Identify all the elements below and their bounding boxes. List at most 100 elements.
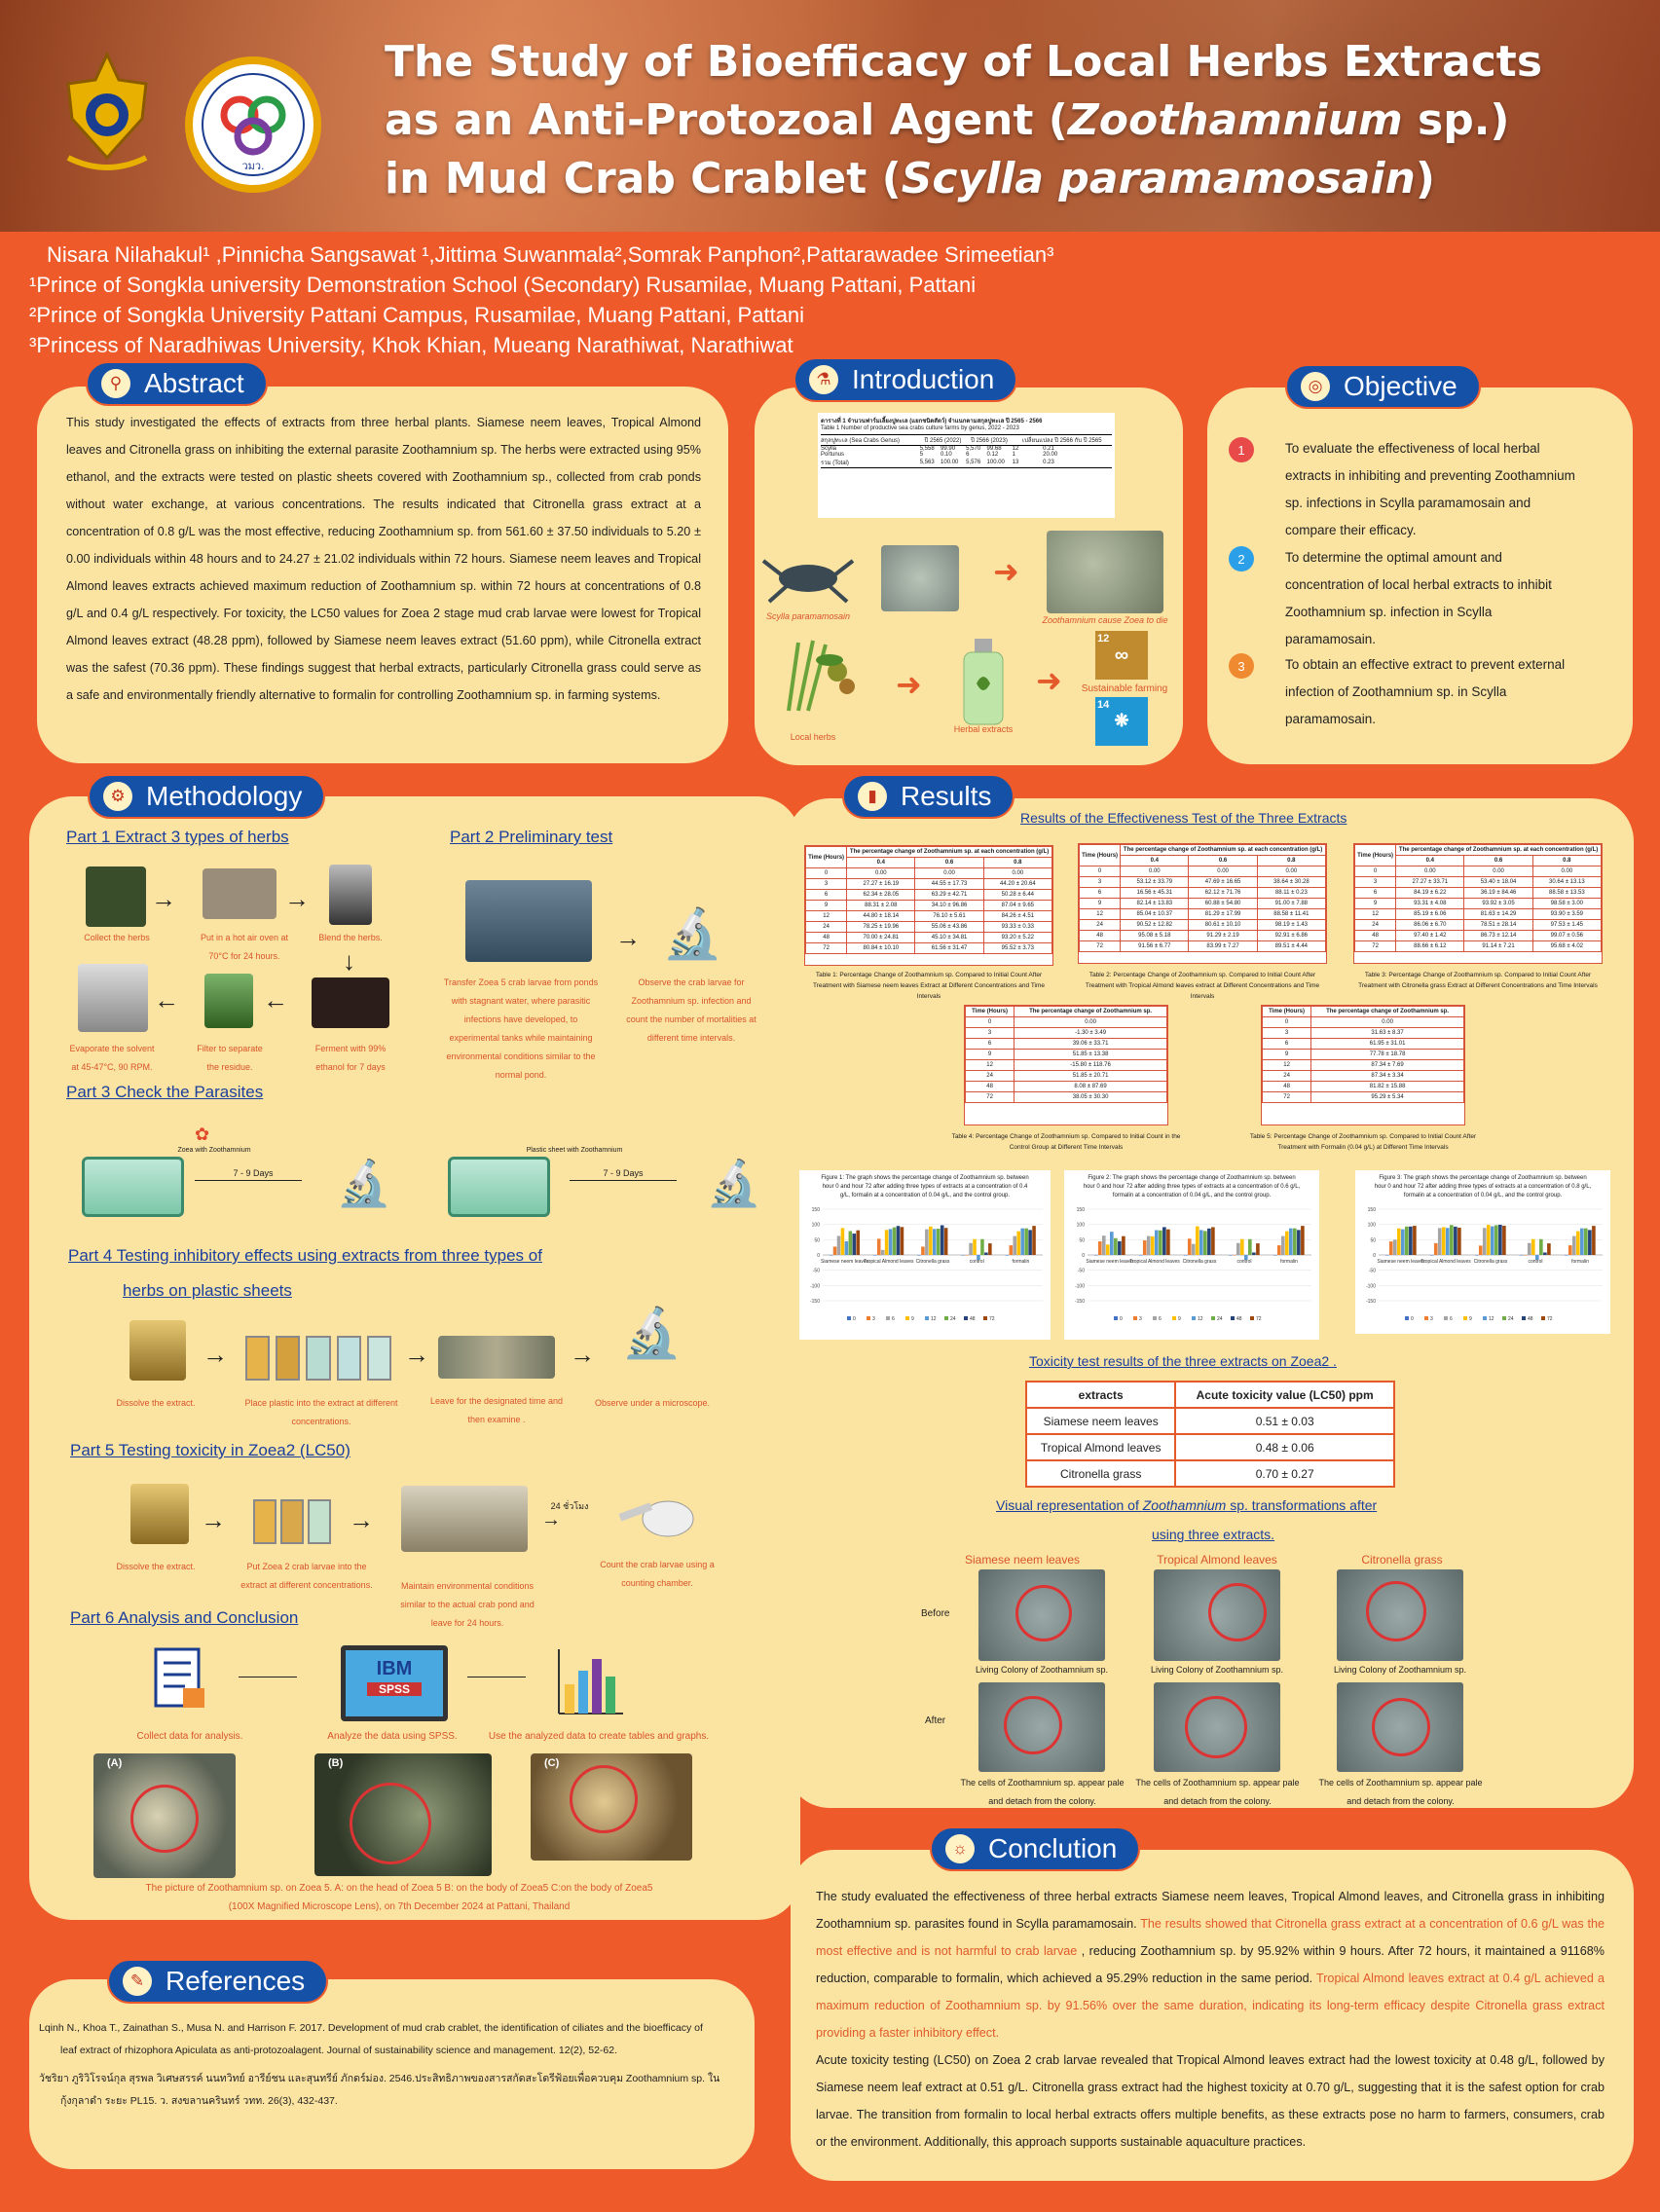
col-header: 0.8 [1531, 855, 1603, 866]
legend-label: 6 [892, 1316, 895, 1322]
legend-swatch [1133, 1316, 1137, 1320]
x-tick-label: Citronella grass [1183, 1259, 1217, 1265]
legend-label: 12 [931, 1316, 937, 1322]
col-header: 0.4 [1120, 855, 1190, 866]
magnifier-icon: ⚲ [101, 369, 130, 398]
col-almond: Tropical Almond leaves [1157, 1553, 1277, 1567]
table-2-caption: Table 2: Percentage Change of Zoothamniu… [1085, 972, 1320, 1000]
bar [1454, 1226, 1457, 1255]
col-header: Time (Hours) [804, 846, 848, 868]
legend-swatch [886, 1316, 890, 1320]
col-header: The percentage change of Zoothamnium sp.… [1395, 844, 1602, 856]
cap-spss: Analyze the data using SPSS. [327, 1731, 458, 1742]
bar [1297, 1230, 1301, 1255]
part4-heading-b: herbs on plastic sheets [123, 1281, 292, 1300]
y-tick-label: 50 [1079, 1237, 1085, 1243]
legend-label: 72 [989, 1316, 995, 1322]
bar [1009, 1245, 1014, 1255]
bar [1142, 1240, 1147, 1255]
col-header: Time (Hours) [1078, 844, 1122, 866]
cap-plastic: Plastic sheet with Zoothamnium [526, 1147, 623, 1154]
bar [1301, 1226, 1305, 1255]
cap-hours: 24 ชั่วโมง [550, 1501, 589, 1511]
bar [1199, 1230, 1203, 1255]
bar [1280, 1235, 1285, 1255]
introduction-heading: ⚗Introduction [793, 357, 1018, 402]
bar [1203, 1231, 1207, 1255]
legend-swatch [1192, 1316, 1196, 1320]
bar [1568, 1245, 1572, 1255]
bar [876, 1238, 881, 1255]
arrow-right-icon: → [151, 884, 176, 913]
arrow-right-icon: → [203, 1340, 228, 1369]
caption-herbs: Local herbs [790, 732, 836, 742]
bar [1232, 1255, 1236, 1256]
bar [1457, 1227, 1461, 1255]
legend-swatch [983, 1316, 987, 1320]
before-siamese [978, 1569, 1105, 1661]
caption-sustainable: Sustainable farming [1081, 683, 1168, 694]
legend-label: 3 [1430, 1316, 1433, 1322]
bar [1584, 1228, 1588, 1255]
col-header: Time (Hours) [1261, 1006, 1312, 1017]
bar [1032, 1226, 1036, 1255]
bar [1429, 1255, 1434, 1256]
legend-swatch [1483, 1316, 1487, 1320]
bar [1005, 1255, 1010, 1256]
abstract-card [37, 387, 728, 763]
legend-label: 6 [1159, 1316, 1162, 1322]
sdg12-icon: 12∞ [1095, 631, 1148, 680]
sheets-photo [438, 1336, 555, 1379]
x-tick-label: Siamese neem leaves [1086, 1259, 1134, 1265]
bar [1575, 1231, 1580, 1255]
legend-label: 12 [1198, 1316, 1203, 1322]
table-row: 12-15.80 ± 118.76 [964, 1059, 1167, 1071]
legend-swatch [847, 1316, 851, 1320]
abstract-text: This study investigated the effects of e… [66, 416, 701, 702]
bar [1384, 1255, 1389, 1256]
bar [1450, 1225, 1454, 1255]
y-tick-label: -100 [810, 1283, 820, 1289]
bar [1273, 1255, 1277, 1256]
poster-title: The Study of Bioefficacy of Local Herbs … [385, 37, 1543, 203]
crab-image [759, 547, 857, 608]
cap-place: Place plastic into the extract at differ… [244, 1398, 398, 1426]
bar [1498, 1224, 1502, 1255]
y-tick-label: -50 [1078, 1269, 1085, 1274]
objective-heading: ◎Objective [1285, 364, 1481, 409]
cap-collectdata: Collect data for analysis. [136, 1731, 243, 1742]
bar [1571, 1235, 1576, 1255]
bar [1474, 1255, 1479, 1256]
legend-swatch [1444, 1316, 1448, 1320]
legend-label: 9 [1178, 1316, 1181, 1322]
bar [988, 1243, 992, 1255]
y-tick-label: 50 [814, 1237, 820, 1243]
figure-1-chart: Figure 1: The graph shows the percentage… [799, 1170, 1051, 1340]
bar [969, 1242, 973, 1255]
cap-pale-3: The cells of Zoothamnium sp. appear pale… [1318, 1778, 1483, 1806]
reference-1: Lqinh N., Khoa T., Zainathan S., Musa N.… [39, 2022, 703, 2056]
microscope-icon: 🔬 [662, 906, 723, 961]
legend-swatch [944, 1316, 948, 1320]
bar [1024, 1228, 1028, 1255]
bar [888, 1229, 893, 1255]
results-sub3: Visual representation of Zoothamnium sp.… [996, 1497, 1378, 1513]
bar [829, 1255, 833, 1256]
legend-label: 9 [1469, 1316, 1472, 1322]
x-tick-label: control [1236, 1259, 1251, 1265]
cap-days-2: 7 - 9 Days [603, 1168, 644, 1178]
author-list: Nisara Nilahakul¹ ,Pinnicha Sangsawat ¹,… [47, 242, 1054, 267]
bar [1409, 1226, 1413, 1255]
bar [965, 1255, 969, 1256]
